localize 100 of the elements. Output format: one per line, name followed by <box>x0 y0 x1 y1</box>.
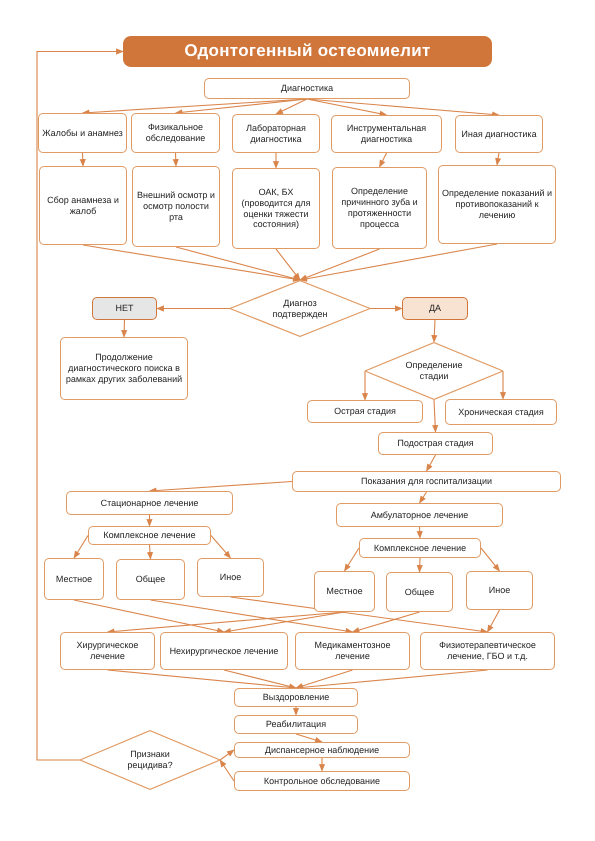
process-box <box>131 113 220 153</box>
node-label: Показания для госпитализации <box>360 476 492 487</box>
node-label: Комплексное лечение <box>103 530 196 541</box>
arrow <box>296 733 323 743</box>
arrow <box>74 599 225 634</box>
arrow <box>299 243 498 282</box>
node-label: Физикальное обследование <box>144 122 206 144</box>
process-box <box>160 632 288 670</box>
process-box <box>420 632 555 670</box>
node-label: Определение причинного зуба и протяженности процесса <box>340 186 419 230</box>
arrow <box>431 320 438 343</box>
arrow <box>318 758 326 772</box>
process-box <box>39 166 127 245</box>
process-box <box>88 526 211 545</box>
node-label: Общее <box>404 586 434 598</box>
node-label: Выздоровление <box>262 692 330 703</box>
title-banner <box>123 36 492 67</box>
node-label: Местное <box>56 574 92 584</box>
arrow <box>224 669 297 690</box>
arrow <box>379 152 387 168</box>
decision-diamond <box>230 280 370 337</box>
node-label: Хроническая стадия <box>458 406 544 418</box>
arrow <box>306 98 500 118</box>
node-label: Местное <box>326 586 363 597</box>
arrow <box>275 98 308 114</box>
process-box <box>44 558 104 600</box>
process-box <box>204 78 410 99</box>
node-label: Нехирургическое лечение <box>170 646 278 656</box>
node-label: Иная диагностика <box>461 128 537 140</box>
process-box <box>359 538 481 558</box>
node-label: Определение показаний и противопоказаний к лечению <box>442 188 552 221</box>
process-box <box>455 115 543 153</box>
process-box <box>445 399 557 425</box>
decision-diamond <box>80 730 220 790</box>
node-label: Хирургическое лечение <box>76 640 140 662</box>
arrow <box>272 153 280 169</box>
process-box <box>331 115 442 153</box>
process-box <box>38 113 127 153</box>
node-label: Внешний осмотр и осмотр полости рта <box>136 190 216 223</box>
process-box <box>234 742 410 758</box>
node-label: Инструментальная диагностика <box>346 123 428 145</box>
process-box <box>307 400 423 423</box>
arrow <box>36 48 124 761</box>
process-box <box>232 168 320 249</box>
node-label: Определение стадии <box>404 360 464 382</box>
arrow <box>416 526 423 539</box>
arrow <box>121 320 128 338</box>
arrow <box>426 454 436 472</box>
arrow <box>146 544 154 560</box>
arrow <box>416 558 423 573</box>
arrow <box>220 759 234 782</box>
arrow <box>220 750 235 760</box>
process-box <box>336 503 503 527</box>
node-label: Диспансерное наблюдение <box>264 744 380 756</box>
node-label: Иное <box>220 572 242 583</box>
process-box <box>332 167 427 249</box>
arrow <box>276 248 300 281</box>
node-label: Медикаментозное лечение <box>313 640 392 662</box>
arrow <box>352 611 420 633</box>
node-label: ДА <box>428 303 442 314</box>
arrow <box>480 548 500 572</box>
arrow <box>432 400 438 433</box>
arrow <box>295 669 488 690</box>
node-label: Продолжение диагностического поиска в рамках других заболеваний <box>64 352 184 385</box>
process-box <box>116 559 185 600</box>
node-label: Общее <box>136 574 166 585</box>
process-box <box>378 432 493 455</box>
process-box <box>295 632 410 670</box>
arrow <box>362 371 368 401</box>
process-box <box>466 571 533 610</box>
process-box <box>60 337 188 400</box>
process-box <box>292 471 561 492</box>
arrow <box>148 480 292 494</box>
node-label: Амбулаторное лечение <box>370 510 468 520</box>
title-text: Одонтогенный остеомиелит <box>184 41 431 62</box>
node-label: ОАК, БХ (проводится для оценки тяжести состояния) <box>240 186 312 230</box>
node-label: Реабилитация <box>266 719 326 730</box>
arrow <box>150 599 354 634</box>
arrow <box>295 669 353 689</box>
process-box <box>314 571 375 612</box>
answer-box <box>92 297 157 320</box>
process-box <box>234 771 410 791</box>
node-label: Признаки рецидива? <box>126 749 174 771</box>
arrow <box>223 611 345 634</box>
arrow <box>174 98 308 116</box>
process-box <box>197 558 264 597</box>
process-box <box>386 572 453 612</box>
node-label: Подострая стадия <box>397 438 474 449</box>
node-label: Лабораторная диагностика <box>245 122 307 144</box>
arrow <box>230 596 488 634</box>
arrow <box>299 248 380 281</box>
arrow <box>487 610 500 633</box>
node-label: Диагностика <box>280 83 334 94</box>
arrow <box>292 707 300 716</box>
arrow <box>172 152 179 167</box>
process-box <box>232 114 320 153</box>
node-label: Сбор анамнеза и жалоб <box>46 194 120 216</box>
arrow <box>156 305 230 312</box>
node-label: Острая стадия <box>334 406 396 417</box>
process-box <box>60 632 155 670</box>
